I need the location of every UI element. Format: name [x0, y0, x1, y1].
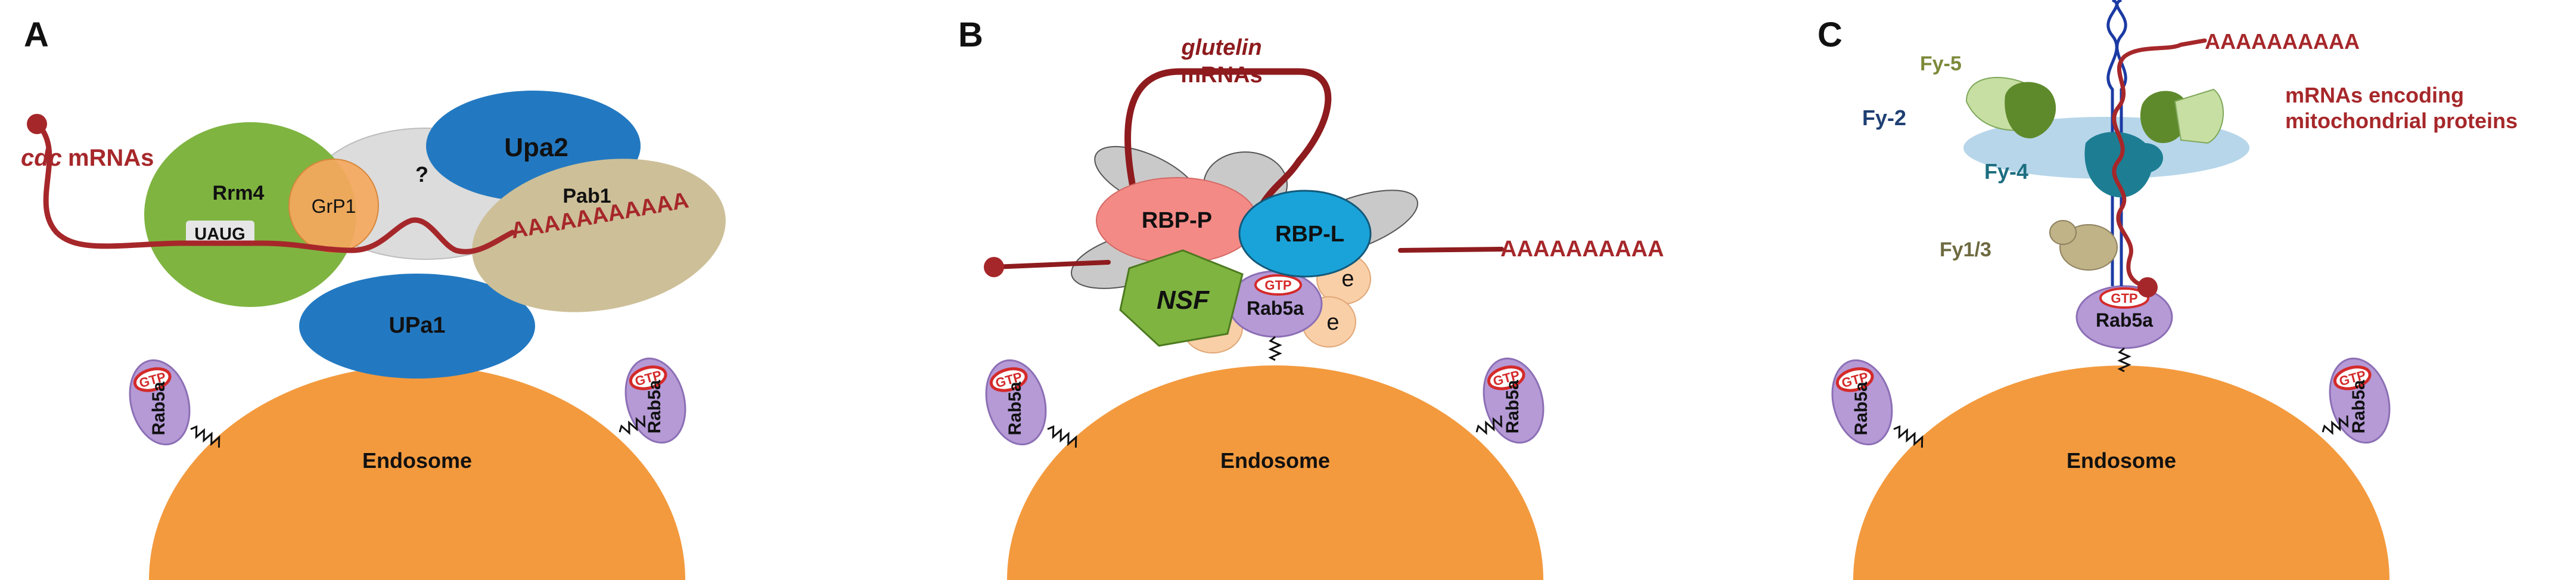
glutelin-mrnas-label: mRNAs [1180, 63, 1262, 88]
polya-b: AAAAAAAAAA [1500, 237, 1664, 262]
endosome-b [1007, 365, 1543, 580]
rab5a-c-central-label: Rab5a [2096, 309, 2153, 331]
upa1-label: UPa1 [389, 313, 445, 338]
rab5a-b-left: GTP Rab5a [977, 353, 1055, 451]
mrna-loop-b [1124, 68, 1332, 215]
rab5a-b-central-label: Rab5a [1247, 297, 1304, 319]
rab5a-c-right: GTP Rab5a [2321, 352, 2398, 449]
rab5a-c-central-anchor [2117, 347, 2131, 373]
svg-text:Rab5a: Rab5a [1503, 380, 1522, 433]
mrna-strand-c [2112, 38, 2207, 289]
rbp-l [1238, 190, 1372, 278]
svg-text:GTP: GTP [1264, 278, 1291, 293]
rrm4 [144, 122, 356, 307]
rab5a-a-right-anchor [619, 415, 646, 435]
upa1 [299, 274, 535, 379]
rbp-l-label: RBP-L [1275, 222, 1344, 247]
fy4-label: Fy-4 [1984, 159, 2028, 184]
fy5-dark [2005, 82, 2056, 139]
svg-text:Rab5a: Rab5a [645, 380, 664, 433]
svg-text:Rab5a: Rab5a [1005, 382, 1025, 435]
endosome-a-label: Endosome [362, 448, 472, 473]
rab5a-c-right-anchor [2322, 415, 2349, 435]
rbp-p-label: RBP-P [1142, 208, 1212, 233]
rab5a-a-left: GTP Rab5a [121, 353, 198, 451]
svg-text:Rab5a: Rab5a [1851, 382, 1871, 435]
fy13-label: Fy1/3 [1940, 238, 1991, 261]
rab5a-c-left: GTP Rab5a [1823, 353, 1901, 451]
fy4-knob [2127, 143, 2163, 173]
rab5a-b-right: GTP Rab5a [1475, 352, 1552, 449]
rab5a-c-left-anchor [1893, 425, 1924, 448]
fy5-label: Fy-5 [1920, 52, 1962, 75]
glutelin-label: glutelin [1180, 35, 1261, 60]
rab5a-b-central-anchor [1268, 336, 1282, 361]
e-label-2: e [1326, 310, 1339, 335]
e-label-1: e [1341, 266, 1354, 291]
gtp-b-central [1254, 274, 1302, 296]
panel-b-letter: B [958, 15, 983, 54]
panel-a: A Endosome GTP Rab5a GTP Rab5a UPa1 ? Up… [21, 15, 726, 580]
gtp-c-central [2099, 287, 2149, 309]
rab5a-b-right-anchor [1475, 415, 1503, 435]
mrna-cap-c [2137, 277, 2158, 297]
panel-c: C Endosome GTP Rab5a GTP Rab5a GTP Rab5a [1817, 0, 2518, 580]
svg-text:Rab5a: Rab5a [149, 382, 169, 435]
panel-b: B Endosome GTP Rab5a GTP Rab5a [958, 15, 1664, 580]
pab1-label: Pab1 [563, 185, 611, 207]
mrna-strand-b-right [1398, 247, 1504, 253]
grp1-label: GrP1 [312, 196, 356, 217]
rrm4-label: Rrm4 [213, 182, 265, 204]
mrna-c-line2: mitochondrial proteins [2285, 108, 2518, 133]
helix-strand-1 [2106, 0, 2118, 286]
mrna-cap-a [27, 114, 47, 134]
endosome-c-label: Endosome [2067, 448, 2176, 473]
helix-strand-2 [2115, 0, 2127, 286]
nsf-label: NSF [1157, 286, 1210, 315]
polya-c: AAAAAAAAAA [2205, 29, 2360, 54]
mrna-c-line1: mRNAs encoding [2285, 83, 2464, 107]
mrna-cap-b [984, 257, 1004, 277]
svg-text:GTP: GTP [2111, 291, 2137, 306]
mrna-strand-a [36, 122, 515, 255]
question-label: ? [415, 162, 428, 187]
endosome-b-label: Endosome [1220, 448, 1330, 473]
endosome-a [149, 365, 685, 580]
upa2-label: Upa2 [504, 133, 568, 162]
panel-c-letter: C [1817, 15, 1842, 54]
rab5a-a-left-anchor [190, 425, 220, 448]
uaug-box [186, 221, 254, 246]
endosome-c [1853, 365, 2389, 580]
mrna-strand-b-left [992, 260, 1111, 269]
panel-a-letter: A [24, 15, 49, 54]
fy13-head [2049, 220, 2077, 245]
rab5a-b-left-anchor [1047, 425, 1077, 448]
fy-right-light [2174, 88, 2224, 144]
fy2-label: Fy-2 [1862, 106, 1906, 130]
rab5a-a-right: GTP Rab5a [617, 352, 694, 449]
pab1 [472, 159, 726, 312]
nsf [1119, 249, 1244, 347]
svg-text:Rab5a: Rab5a [2349, 380, 2369, 433]
